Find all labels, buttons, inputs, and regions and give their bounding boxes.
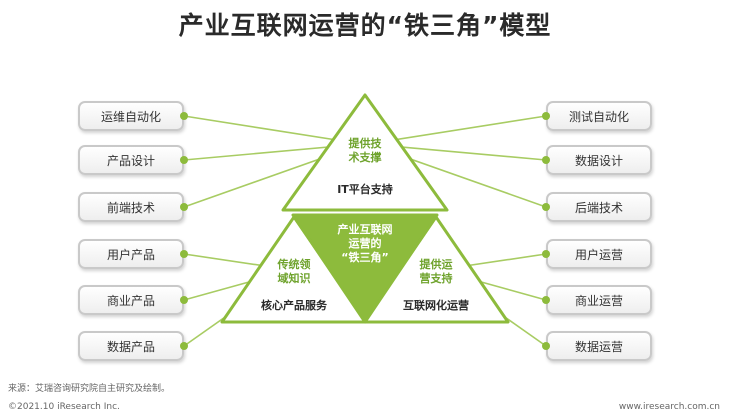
top-name-label: IT平台支持 (337, 183, 393, 196)
left-item-1: 产品设计 (78, 145, 184, 175)
copyright: ©2021.10 iResearch Inc. (8, 402, 120, 412)
left-item-2: 前端技术 (78, 192, 184, 222)
right-item-5: 数据运营 (546, 331, 652, 361)
right-item-4: 商业运营 (546, 285, 652, 315)
left-support-label: 传统领 域知识 (277, 258, 311, 285)
source-note: 来源：艾瑞咨询研究院自主研究及绘制。 (8, 384, 171, 394)
left-dot-0 (180, 112, 188, 120)
left-dot-2 (180, 203, 188, 211)
left-item-0: 运维自动化 (78, 101, 184, 131)
top-support-label: 提供技 术支撑 (348, 137, 382, 164)
right-dot-3 (542, 250, 550, 258)
right-dot-5 (542, 342, 550, 350)
left-name-label: 核心产品服务 (261, 299, 327, 312)
right-dot-4 (542, 296, 550, 304)
top-triangle (281, 93, 449, 212)
page-title: 产业互联网运营的“铁三角”模型 (178, 11, 552, 40)
left-item-5: 数据产品 (78, 331, 184, 361)
left-dot-1 (180, 156, 188, 164)
right-item-1: 数据设计 (546, 145, 652, 175)
center-label: 产业互联网 运营的 “铁三角” (337, 223, 393, 264)
left-item-3: 用户产品 (78, 239, 184, 269)
left-dot-4 (180, 296, 188, 304)
right-name-label: 互联网化运营 (403, 299, 469, 312)
right-support-label: 提供运 营支持 (419, 258, 453, 285)
right-item-2: 后端技术 (546, 192, 652, 222)
left-dot-5 (180, 342, 188, 350)
right-dot-0 (542, 112, 550, 120)
right-item-0: 测试自动化 (546, 101, 652, 131)
right-item-3: 用户运营 (546, 239, 652, 269)
right-dot-2 (542, 203, 550, 211)
left-item-4: 商业产品 (78, 285, 184, 315)
website: www.iresearch.com.cn (618, 402, 720, 412)
right-dot-1 (542, 156, 550, 164)
center-triangle (291, 213, 439, 324)
left-dot-3 (180, 250, 188, 258)
